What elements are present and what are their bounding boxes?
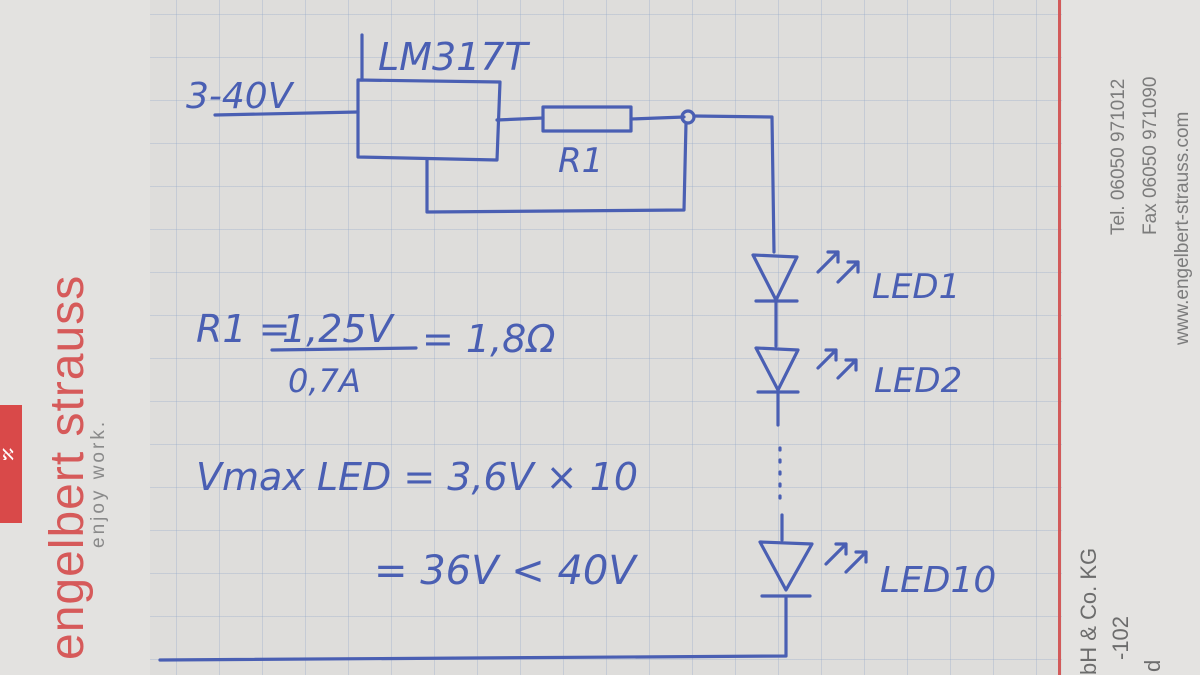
resistor-r1 [541,105,633,133]
led10-arrows [824,542,868,574]
red-margin-line [1058,0,1061,675]
resistor-to-node-wire [629,115,686,121]
regulator-label: LM317T [378,35,530,79]
formula-numerator: 1,25V [282,307,396,351]
notepad-right-margin [1062,0,1200,675]
formula-result: = 1,8Ω [422,317,555,361]
led2-label: LED2 [874,361,962,401]
regulator-box [356,78,502,162]
fraction-bar [270,346,418,352]
formula-lhs: R1 = [196,307,291,351]
led2-symbol [754,346,800,392]
notepad-left-margin [0,0,150,675]
led1-label: LED1 [872,267,960,307]
vmax-line: Vmax LED = 3,6V × 10 [196,455,638,499]
led2-arrows [816,348,858,380]
led1-arrows [816,250,860,284]
formula-denominator: 0,7A [288,362,361,400]
resistor-label: R1 [558,141,603,181]
input-voltage-label: 3-40V [186,76,295,117]
vmax-result: = 36V < 40V [374,548,638,594]
led1-symbol [751,253,799,302]
output-wire [495,116,545,122]
return-wire [158,596,788,662]
brand-logo-icon: ℵ [0,405,22,523]
input-wire [213,110,360,117]
adjust-wire [425,121,688,214]
led10-symbol [758,540,814,592]
led10-label: LED10 [880,560,996,601]
node-to-led-wire [692,114,776,254]
